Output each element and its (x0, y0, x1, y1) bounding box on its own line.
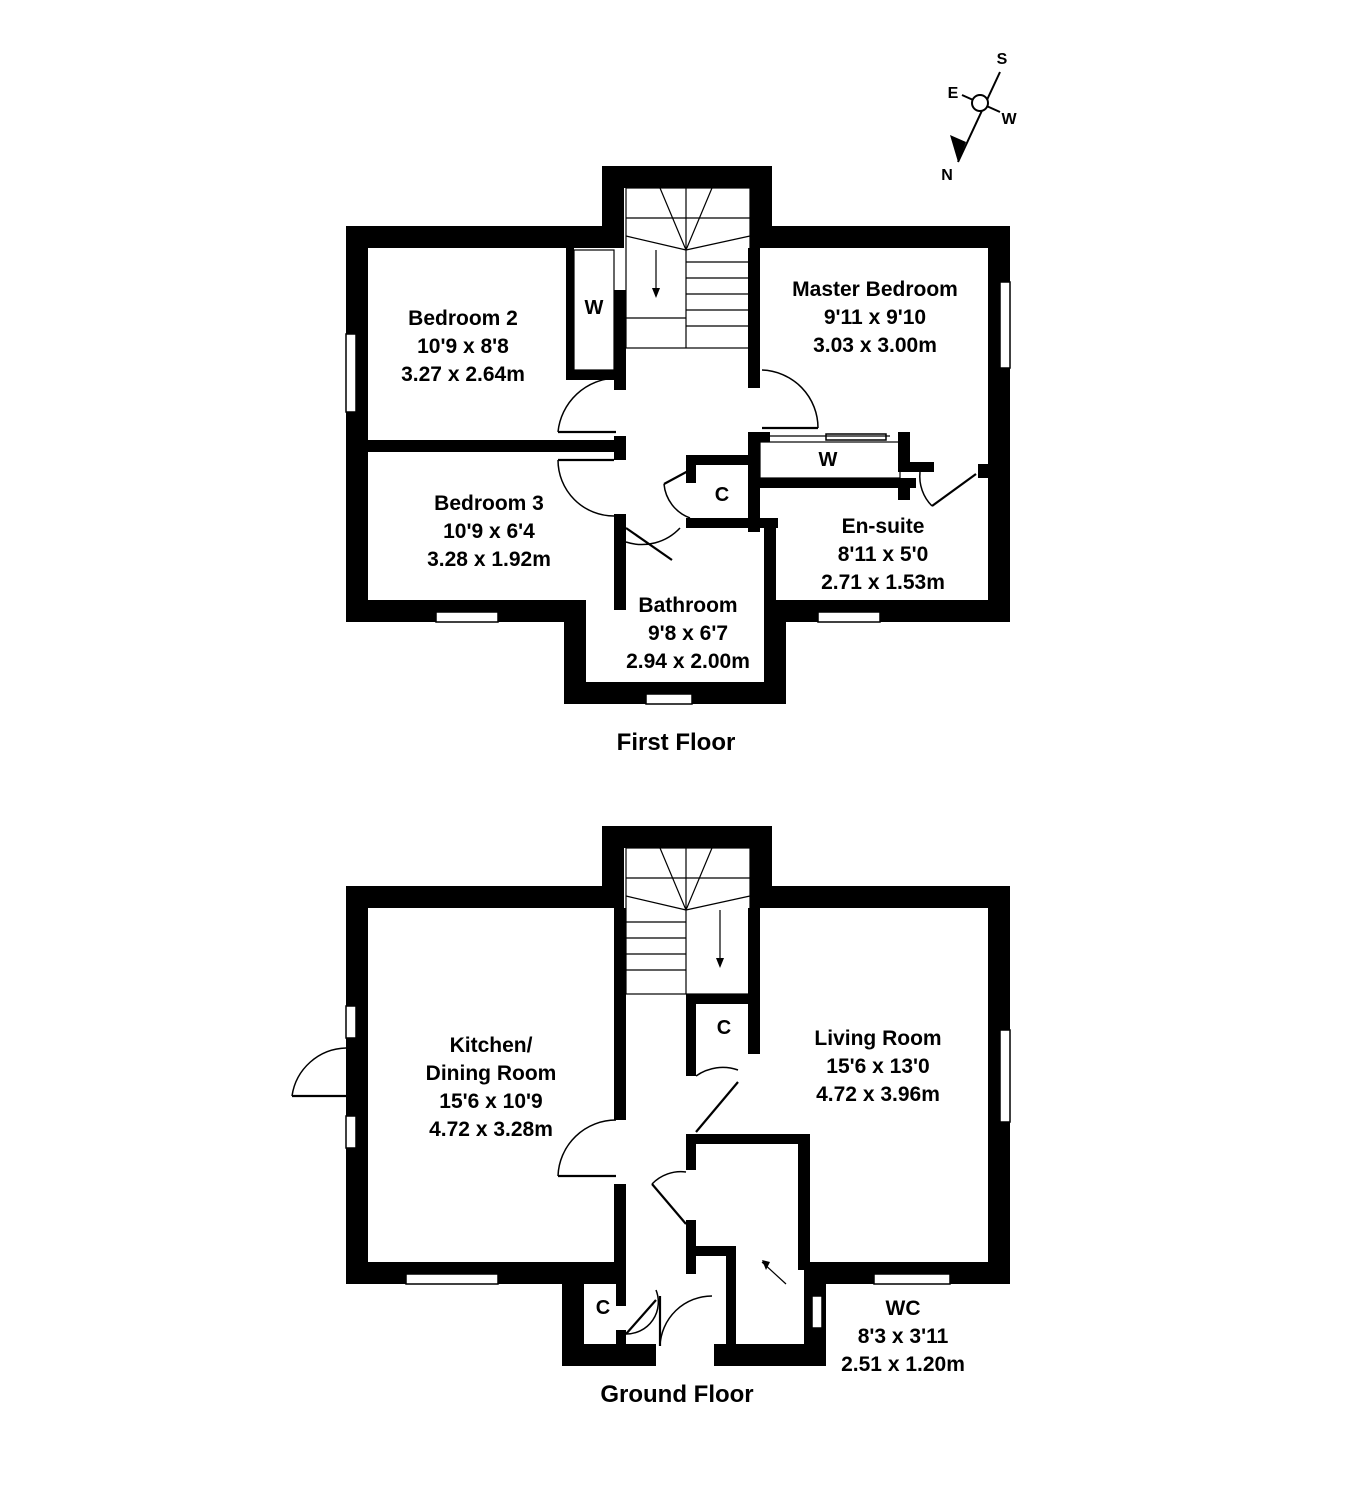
bedroom-3-imperial: 10'9 x 6'4 (443, 520, 535, 543)
master-bedroom-name: Master Bedroom (792, 278, 958, 301)
bedroom-2-name: Bedroom 2 (408, 307, 518, 330)
bedroom-2-metric: 3.27 x 2.64m (401, 363, 525, 386)
kitchen-imperial: 15'6 x 10'9 (439, 1090, 542, 1113)
en-suite-metric: 2.71 x 1.53m (821, 571, 945, 594)
compass-east: E (948, 85, 959, 102)
bedroom-3-name: Bedroom 3 (434, 492, 544, 515)
bathroom-imperial: 9'8 x 6'7 (648, 622, 728, 645)
cupboard-label-first-floor: C (715, 484, 729, 506)
wardrobe-label-master: W (819, 449, 838, 471)
bathroom-metric: 2.94 x 2.00m (626, 650, 750, 673)
ground-floor-stairs (625, 847, 751, 995)
living-room-imperial: 15'6 x 13'0 (826, 1055, 929, 1078)
wc-name: WC (886, 1297, 921, 1320)
bedroom-2-imperial: 10'9 x 8'8 (417, 335, 509, 358)
compass-north: N (941, 167, 953, 184)
master-bedroom-imperial: 9'11 x 9'10 (824, 306, 926, 329)
living-room-name: Living Room (814, 1027, 941, 1050)
ground-floor-plan: Kitchen/ Dining Room 15'6 x 10'9 4.72 x … (291, 826, 1011, 1408)
living-room-metric: 4.72 x 3.96m (816, 1083, 940, 1106)
first-floor-title: First Floor (617, 729, 736, 756)
cupboard-label-under-stairs: C (717, 1017, 731, 1039)
bedroom-3-metric: 3.28 x 1.92m (427, 548, 551, 571)
kitchen-metric: 4.72 x 3.28m (429, 1118, 553, 1141)
compass: S E W N (941, 51, 1017, 184)
bathroom-name: Bathroom (638, 594, 737, 617)
kitchen-name-line-2: Dining Room (426, 1062, 557, 1085)
en-suite-imperial: 8'11 x 5'0 (838, 543, 929, 566)
cupboard-label-hall: C (596, 1297, 610, 1319)
first-floor-stairs (625, 187, 751, 349)
kitchen-name-line-1: Kitchen/ (450, 1034, 533, 1057)
wardrobe-label-bedroom-2: W (585, 297, 604, 319)
wc-imperial: 8'3 x 3'11 (858, 1325, 949, 1348)
en-suite-name: En-suite (842, 515, 925, 538)
north-arrow-icon (950, 135, 966, 162)
first-floor-plan: Master Bedroom 9'11 x 9'10 3.03 x 3.00m … (345, 166, 1011, 756)
compass-south: S (997, 51, 1008, 68)
master-bedroom-metric: 3.03 x 3.00m (813, 334, 937, 357)
compass-west: W (1001, 111, 1017, 128)
ground-floor-title: Ground Floor (600, 1381, 753, 1408)
wc-metric: 2.51 x 1.20m (841, 1353, 965, 1376)
